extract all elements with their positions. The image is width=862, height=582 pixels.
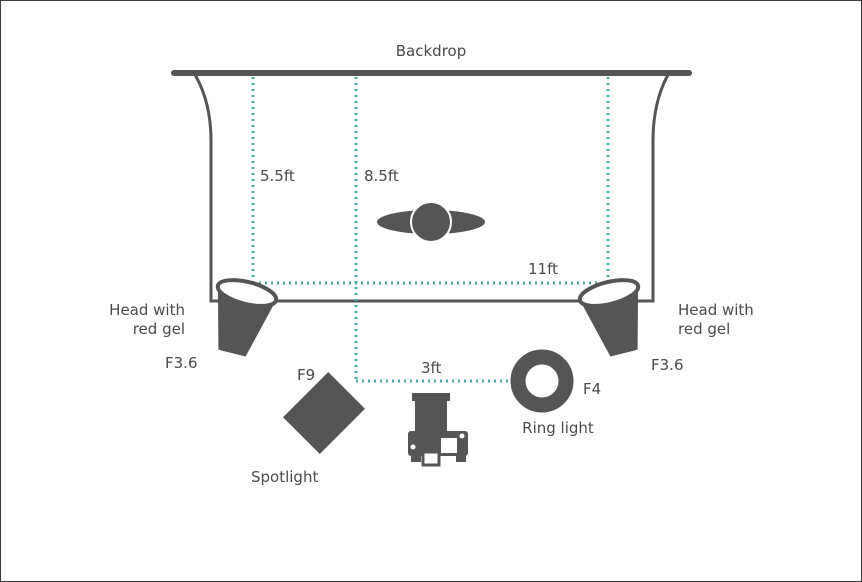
left-head-label-line1: Head with [109,301,185,319]
spotlight-label: Spotlight [251,468,318,486]
subject-head [410,201,452,243]
center-depth-label: 8.5ft [364,167,399,185]
camera-lens-hood [412,393,450,401]
subject-icon [377,201,485,243]
left-head-light-icon [215,278,279,357]
backdrop-curtain [192,72,671,303]
width-label: 11ft [528,260,558,278]
ring-light-label: Ring light [522,419,594,437]
backdrop-label: Backdrop [396,42,466,60]
measurement-lines [251,77,610,383]
camera-dial-left [410,444,416,450]
spotlight-aperture: F9 [297,366,315,384]
right-head-label-line1: Head with [678,301,754,319]
camera-grip-left [411,456,421,462]
right-head-label-line2: red gel [678,320,730,338]
right-head-light-icon [577,278,641,357]
camera-lens [415,401,447,431]
spotlight-icon [282,371,366,455]
left-head-light-lens [215,278,279,308]
left-head-aperture: F3.6 [165,354,197,372]
camera-offset-label: 3ft [421,359,442,377]
camera-dial-right [459,433,465,439]
left-head-label-line2: red gel [133,320,185,338]
camera-icon [408,393,468,467]
left-depth-label: 5.5ft [260,167,295,185]
ring-light-icon [510,349,574,413]
ring-light-aperture: F4 [583,380,601,398]
right-head-aperture: F3.6 [651,356,683,374]
right-head-light-lens [577,278,641,308]
camera-screen [441,438,457,453]
backdrop [171,70,692,303]
camera-grip-right [456,456,466,462]
camera-viewfinder [421,450,441,467]
